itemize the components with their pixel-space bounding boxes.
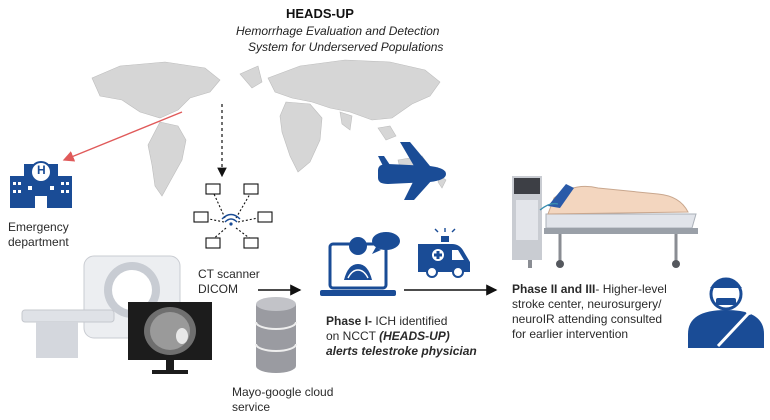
database-icon	[255, 297, 297, 373]
phase23-line1: - Higher-level	[595, 282, 667, 296]
hospital-bed	[512, 176, 698, 268]
hospital-icon	[10, 161, 72, 208]
hospital-sign-letter: H	[37, 163, 46, 177]
phase1-label: Phase I- ICH identified on NCCT (HEADS-U…	[326, 314, 477, 359]
phase1-line2-emph: (HEADS-UP)	[379, 329, 450, 343]
airplane-icon	[378, 142, 446, 200]
ct-line-1: CT scanner	[198, 267, 260, 281]
phase23-line4: for earlier intervention	[512, 327, 629, 341]
phase1-bold: Phase I-	[326, 314, 373, 328]
network-icon	[193, 183, 273, 249]
phase1-line1: ICH identified	[372, 314, 448, 328]
phase1-line2-start: on NCCT	[326, 329, 380, 343]
brain-scan-monitor	[128, 302, 212, 374]
cloud-line-1: Mayo-google cloud	[232, 385, 334, 399]
ambulance-icon	[418, 228, 470, 278]
phase23-bold: Phase II and III	[512, 282, 596, 296]
phase1-line3: alerts telestroke physician	[326, 344, 477, 358]
emergency-line-2: department	[8, 235, 69, 249]
physician-icon	[688, 277, 764, 348]
diagram-title: HEADS-UP	[286, 6, 354, 21]
emergency-label: Emergency department	[8, 220, 69, 250]
subtitle-line-1: Hemorrhage Evaluation and Detection	[236, 24, 440, 38]
chat-bubble	[372, 232, 400, 254]
cloud-line-2: service	[232, 400, 271, 414]
ct-label: CT scanner DICOM	[198, 267, 260, 297]
subtitle-line-2: System for Underserved Populations	[248, 40, 444, 54]
cloud-label: Mayo-google cloud service	[232, 385, 333, 415]
ct-line-2: DICOM	[198, 282, 238, 296]
map-to-hospital-arrow	[62, 111, 183, 162]
phase23-label: Phase II and III- Higher-level stroke ce…	[512, 282, 667, 342]
phase23-line2: stroke center, neurosurgery/	[512, 297, 662, 311]
emergency-line-1: Emergency	[8, 220, 69, 234]
laptop-icon	[320, 237, 396, 296]
phase23-line3: neuroIR attending consulted	[512, 312, 663, 326]
